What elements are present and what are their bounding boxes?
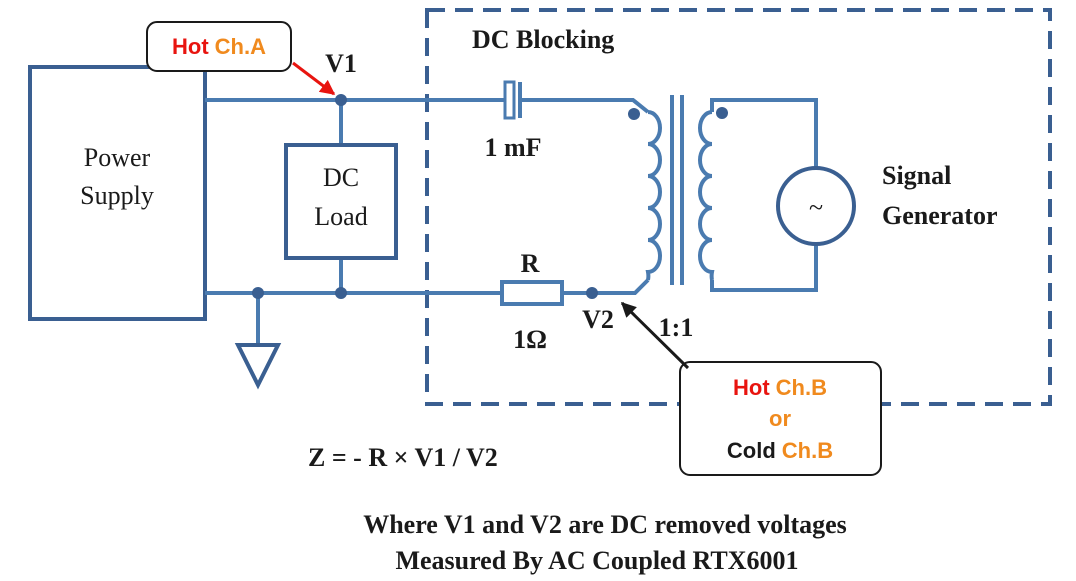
ground-icon	[234, 343, 282, 390]
signal-generator-label-line2: Generator	[882, 201, 998, 230]
callout-a-channel: Ch.A	[215, 34, 266, 59]
ground-junction-dot	[252, 287, 264, 299]
v2-node-dot	[586, 287, 598, 299]
v2-label: V2	[582, 305, 614, 334]
transformer-icon	[628, 95, 728, 285]
impedance-formula: Z = - R × V1 / V2	[308, 443, 498, 472]
callout-b-arrow	[620, 301, 690, 370]
callout-ch-b	[679, 361, 882, 476]
callout-ch-a	[146, 21, 292, 72]
callout-b-or: or	[769, 406, 791, 431]
callout-a-arrow	[292, 61, 336, 96]
power-supply-label-line1: Power	[84, 143, 151, 172]
callout-a-hot: Hot	[172, 34, 209, 59]
secondary-wire-bottom	[710, 244, 818, 292]
sine-symbol-icon: ~	[809, 193, 823, 222]
caption-line1: Where V1 and V2 are DC removed voltages	[363, 510, 847, 539]
callout-b-cold: Cold	[727, 438, 776, 463]
dc-blocking-label: DC Blocking	[472, 25, 614, 54]
signal-generator-label-line1: Signal	[882, 161, 951, 190]
capacitor-value-label: 1 mF	[484, 133, 541, 162]
callout-b-channel-1: Ch.B	[776, 375, 827, 400]
callout-b-channel-2: Ch.B	[782, 438, 833, 463]
callout-b-hot: Hot	[733, 375, 770, 400]
caption-line2: Measured By AC Coupled RTX6001	[395, 546, 798, 575]
power-supply-label-line2: Supply	[80, 181, 154, 210]
bottom-wire-right	[562, 278, 650, 295]
v1-label: V1	[325, 49, 357, 78]
resistor-icon	[500, 280, 564, 306]
signal-generator-icon	[776, 166, 856, 246]
top-wire-right	[522, 98, 650, 114]
resistor-value-label: 1Ω	[513, 325, 547, 354]
dc-load-box	[284, 143, 398, 260]
capacitor-icon	[503, 80, 522, 120]
transformer-ratio-label: 1:1	[659, 313, 694, 342]
dc-load-label-line2: Load	[314, 202, 367, 231]
dc-load-label-line1: DC	[323, 163, 359, 192]
secondary-wire-top	[710, 98, 818, 168]
resistor-name-label: R	[521, 249, 540, 278]
v1-node-dot	[335, 94, 347, 106]
load-bottom-junction-dot	[335, 287, 347, 299]
power-supply-box	[28, 65, 207, 321]
